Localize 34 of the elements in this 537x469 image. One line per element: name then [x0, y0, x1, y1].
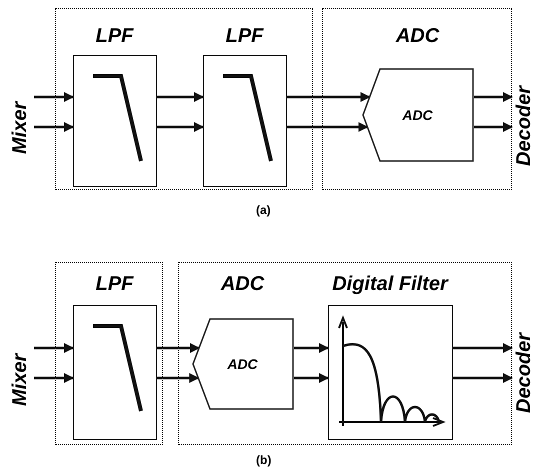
arrow	[157, 343, 200, 353]
block-heading: ADC	[220, 272, 266, 296]
block-heading: LPF	[94, 24, 135, 48]
block-label: ADC	[401, 106, 434, 122]
arrow	[157, 122, 204, 132]
panel-caption: (b)	[256, 453, 272, 467]
arrow	[157, 92, 204, 102]
arrow	[34, 92, 74, 102]
panel-caption: (a)	[256, 203, 271, 217]
signal-label: Mixer	[8, 352, 32, 408]
block-heading: Digital Filter	[331, 272, 450, 296]
arrow	[453, 343, 513, 353]
block-label: ADC	[226, 356, 259, 372]
arrow	[34, 343, 74, 353]
arrow	[453, 373, 513, 383]
signal-label: Mixer	[8, 100, 32, 156]
dotted-group-frame	[55, 8, 313, 190]
arrow	[34, 373, 74, 383]
dotted-group-frame	[178, 262, 512, 445]
block-heading: LPF	[224, 24, 265, 48]
arrow	[294, 373, 329, 383]
signal-label: Decoder	[512, 84, 536, 168]
arrow	[294, 343, 329, 353]
arrow	[34, 122, 74, 132]
arrow	[287, 122, 368, 132]
signal-label: Decoder	[512, 331, 536, 415]
block-heading: ADC	[394, 24, 440, 48]
dotted-group-frame	[322, 8, 512, 190]
block-heading: LPF	[94, 272, 135, 296]
arrow	[474, 122, 513, 132]
arrow	[157, 373, 200, 383]
dotted-group-frame	[55, 262, 163, 445]
arrow	[474, 92, 513, 102]
arrow	[287, 92, 370, 102]
